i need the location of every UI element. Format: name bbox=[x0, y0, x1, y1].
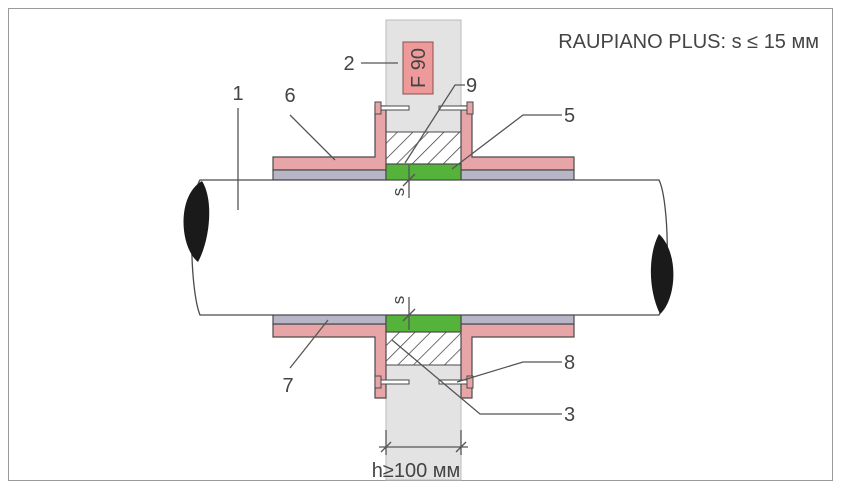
steel-collar-bottom-right bbox=[460, 323, 575, 399]
bolt-top-left bbox=[374, 101, 410, 115]
bolt-bottom-left bbox=[374, 375, 410, 389]
pipe-body bbox=[191, 179, 668, 316]
leader-8 bbox=[456, 361, 562, 383]
gap-dimension-top bbox=[402, 165, 416, 198]
mortar-fill-bottom bbox=[385, 331, 462, 366]
intumescent-strip-top bbox=[385, 163, 462, 182]
gap-label-bottom: s bbox=[389, 296, 408, 305]
wall-thickness-dimension bbox=[379, 430, 468, 455]
leader-9 bbox=[404, 84, 465, 164]
pipe-end-right bbox=[650, 234, 674, 314]
callout-2: 2 bbox=[343, 53, 354, 75]
bolt-top-right bbox=[438, 101, 474, 115]
callout-1: 1 bbox=[232, 83, 243, 105]
gap-dimension-bottom bbox=[402, 297, 416, 330]
insulation-top-left bbox=[272, 169, 387, 181]
leader-5 bbox=[451, 114, 562, 170]
leader-7 bbox=[289, 319, 329, 369]
insulation-top-right bbox=[460, 169, 575, 181]
pipe-end-left bbox=[183, 181, 210, 262]
callout-7: 7 bbox=[282, 375, 293, 397]
callout-6: 6 bbox=[284, 85, 295, 107]
mortar-fill-top bbox=[385, 131, 462, 165]
bolt-bottom-right bbox=[438, 375, 474, 389]
spec-note: RAUPIANO PLUS: s ≤ 15 мм bbox=[558, 31, 819, 53]
callout-3: 3 bbox=[564, 404, 575, 426]
callout-5: 5 bbox=[564, 105, 575, 127]
fire-rating-box bbox=[402, 41, 434, 95]
fire-rating-label: F 90 bbox=[408, 48, 430, 88]
callout-9: 9 bbox=[466, 75, 477, 97]
leader-6 bbox=[289, 114, 336, 161]
wall-thickness-label: h≥100 мм bbox=[372, 460, 461, 482]
gap-label-top: s bbox=[389, 188, 408, 197]
leader-3 bbox=[391, 339, 562, 415]
intumescent-strip-bottom bbox=[385, 312, 462, 333]
callout-8: 8 bbox=[564, 352, 575, 374]
